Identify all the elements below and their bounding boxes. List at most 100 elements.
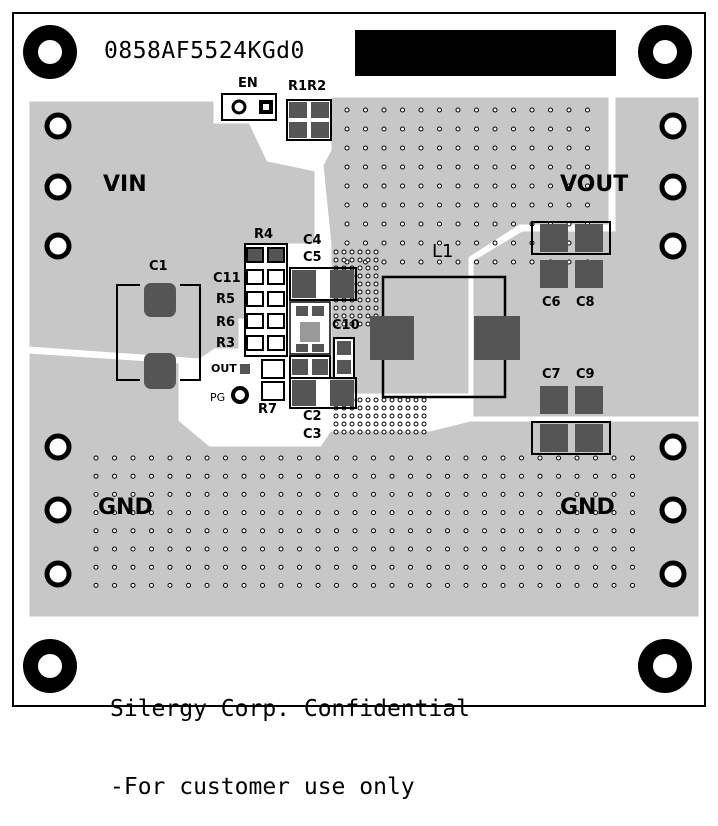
via: [130, 528, 136, 534]
via: [278, 491, 284, 497]
via: [611, 582, 617, 588]
via: [630, 491, 635, 497]
via: [112, 582, 117, 588]
vin-label: VIN: [103, 172, 147, 197]
via: [381, 107, 387, 113]
via: [204, 473, 210, 479]
via: [492, 126, 498, 132]
via: [373, 257, 379, 263]
via: [333, 429, 339, 435]
via: [482, 491, 487, 497]
via: [341, 313, 347, 319]
via: [529, 202, 535, 208]
via: [482, 546, 487, 552]
via: [445, 582, 450, 588]
via: [511, 164, 516, 170]
via: [437, 240, 442, 246]
en-header: [221, 93, 277, 121]
via: [93, 510, 99, 516]
via: [344, 221, 350, 227]
via: [437, 164, 442, 170]
small-passives-column: [244, 243, 288, 357]
via: [371, 582, 376, 588]
via: [566, 107, 572, 113]
via: [611, 528, 617, 534]
via: [474, 240, 479, 246]
via: [223, 528, 228, 534]
via: [149, 546, 154, 552]
via: [93, 528, 99, 534]
via: [297, 455, 302, 461]
via: [371, 546, 376, 552]
via: [381, 145, 387, 151]
via: [511, 145, 516, 151]
via: [93, 582, 99, 588]
via: [593, 528, 598, 534]
via: [445, 510, 450, 516]
via: [334, 546, 339, 552]
via: [593, 564, 598, 570]
via: [352, 510, 358, 516]
via: [241, 510, 247, 516]
via: [363, 107, 368, 113]
via: [381, 183, 387, 189]
via: [556, 473, 561, 479]
via: [365, 281, 371, 287]
via: [445, 491, 450, 497]
via: [130, 510, 136, 516]
via: [556, 564, 561, 570]
via: [421, 397, 427, 403]
via: [352, 528, 358, 534]
via: [241, 582, 247, 588]
via: [278, 510, 284, 516]
via: [349, 313, 355, 319]
via: [315, 582, 321, 588]
via: [418, 240, 424, 246]
via: [408, 473, 413, 479]
via: [556, 455, 561, 461]
via: [357, 281, 363, 287]
via: [241, 455, 247, 461]
via: [397, 429, 403, 435]
c4-c5-caps: [289, 267, 357, 301]
part-number-label: 0858AF5524KGd0: [104, 38, 305, 64]
r6-label: R6: [216, 315, 236, 330]
via: [373, 413, 379, 419]
via: [357, 265, 363, 271]
via: [352, 546, 358, 552]
via: [455, 126, 461, 132]
via: [400, 126, 405, 132]
via: [500, 528, 506, 534]
via: [397, 413, 403, 419]
via: [426, 455, 432, 461]
via: [400, 107, 405, 113]
via: [405, 429, 411, 435]
via: [421, 413, 427, 419]
test-points: [44, 112, 687, 588]
via: [492, 107, 498, 113]
via: [363, 183, 368, 189]
via: [426, 510, 432, 516]
via: [186, 528, 191, 534]
vin-tp-2: [44, 173, 72, 201]
via: [405, 421, 411, 427]
c5-label: C5: [303, 250, 322, 265]
via: [204, 582, 210, 588]
via: [389, 564, 395, 570]
via: [112, 564, 117, 570]
confidential-footer: Silergy Corp. Confidential -For customer…: [110, 644, 470, 826]
via: [357, 413, 363, 419]
via: [93, 564, 99, 570]
via: [167, 455, 173, 461]
c7-c9-caps: [531, 386, 611, 455]
gnd-tp-left-1: [44, 433, 72, 461]
via: [574, 473, 580, 479]
via: [363, 240, 368, 246]
via: [574, 546, 580, 552]
via: [389, 413, 395, 419]
via: [352, 473, 358, 479]
via: [223, 546, 228, 552]
gnd-right-label: GND: [560, 495, 615, 520]
via: [492, 202, 498, 208]
via: [611, 473, 617, 479]
